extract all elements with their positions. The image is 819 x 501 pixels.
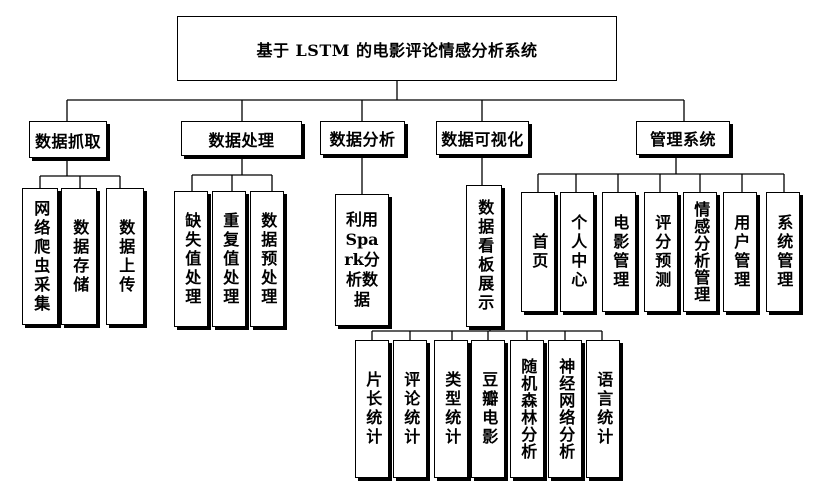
module-data-crawl: 数据抓取 xyxy=(29,121,107,158)
module-data-visualization: 数据可视化 xyxy=(436,121,529,155)
leaf-genre-stats: 类型统计 xyxy=(434,340,468,478)
leaf-system-management: 系统管理 xyxy=(766,192,800,312)
leaf-dashboard-display: 数据看板展示 xyxy=(466,185,502,327)
leaf-data-upload: 数据上传 xyxy=(106,188,144,325)
leaf-label: 利用Spark分析数据 xyxy=(344,210,380,309)
leaf-label: 数据看板展示 xyxy=(475,199,495,313)
leaf-label: 神经网络分析 xyxy=(556,358,576,460)
leaf-label: 类型统计 xyxy=(442,371,462,447)
module-label: 数据处理 xyxy=(208,130,275,150)
leaf-label: 语言统计 xyxy=(594,371,614,447)
leaf-label: 首页 xyxy=(529,233,549,271)
leaf-label: 情感分析管理 xyxy=(691,201,711,303)
leaf-web-crawler: 网络爬虫采集 xyxy=(22,188,58,325)
leaf-label: 评分预测 xyxy=(652,214,672,290)
leaf-label: 重复值处理 xyxy=(220,211,240,307)
leaf-label: 片长统计 xyxy=(363,371,383,447)
leaf-label: 数据存储 xyxy=(70,218,90,295)
leaf-label: 网络爬虫采集 xyxy=(31,199,51,314)
leaf-data-preprocessing: 数据预处理 xyxy=(250,191,284,327)
module-management-system: 管理系统 xyxy=(636,121,730,155)
leaf-label: 豆瓣电影 xyxy=(479,371,499,447)
leaf-neural-network-analysis: 神经网络分析 xyxy=(548,340,582,478)
diagram-title: 基于 LSTM 的电影评论情感分析系统 xyxy=(256,40,538,60)
module-label: 数据抓取 xyxy=(34,131,101,151)
leaf-label: 个人中心 xyxy=(568,214,588,290)
leaf-language-stats: 语言统计 xyxy=(586,340,620,478)
leaf-user-management: 用户管理 xyxy=(723,192,757,312)
leaf-label: 评论统计 xyxy=(401,371,421,447)
leaf-data-storage: 数据存储 xyxy=(61,188,97,325)
leaf-missing-values: 缺失值处理 xyxy=(174,191,208,327)
module-data-processing: 数据处理 xyxy=(181,121,302,156)
leaf-movie-management: 电影管理 xyxy=(602,192,636,312)
leaf-spark-analysis: 利用Spark分析数据 xyxy=(335,194,389,326)
leaf-duplicate-values: 重复值处理 xyxy=(212,191,246,327)
leaf-label: 数据预处理 xyxy=(258,211,278,307)
module-label: 数据可视化 xyxy=(441,130,524,149)
root-node: 基于 LSTM 的电影评论情感分析系统 xyxy=(177,16,617,81)
leaf-douban-movie: 豆瓣电影 xyxy=(471,340,505,478)
leaf-label: 随机森林分析 xyxy=(518,358,538,460)
leaf-sentiment-management: 情感分析管理 xyxy=(683,192,717,312)
module-label: 数据分析 xyxy=(329,130,396,149)
leaf-duration-stats: 片长统计 xyxy=(355,340,389,478)
leaf-rating-prediction: 评分预测 xyxy=(644,192,678,312)
module-data-analysis: 数据分析 xyxy=(320,121,405,155)
leaf-label: 电影管理 xyxy=(610,214,630,290)
leaf-label: 用户管理 xyxy=(731,214,751,290)
leaf-personal-center: 个人中心 xyxy=(560,192,594,312)
leaf-home: 首页 xyxy=(521,192,555,312)
leaf-label: 数据上传 xyxy=(116,218,136,295)
module-label: 管理系统 xyxy=(649,130,716,149)
leaf-label: 缺失值处理 xyxy=(182,211,202,307)
leaf-random-forest-analysis: 随机森林分析 xyxy=(510,340,544,478)
leaf-label: 系统管理 xyxy=(774,214,794,290)
leaf-comment-stats: 评论统计 xyxy=(393,340,427,478)
